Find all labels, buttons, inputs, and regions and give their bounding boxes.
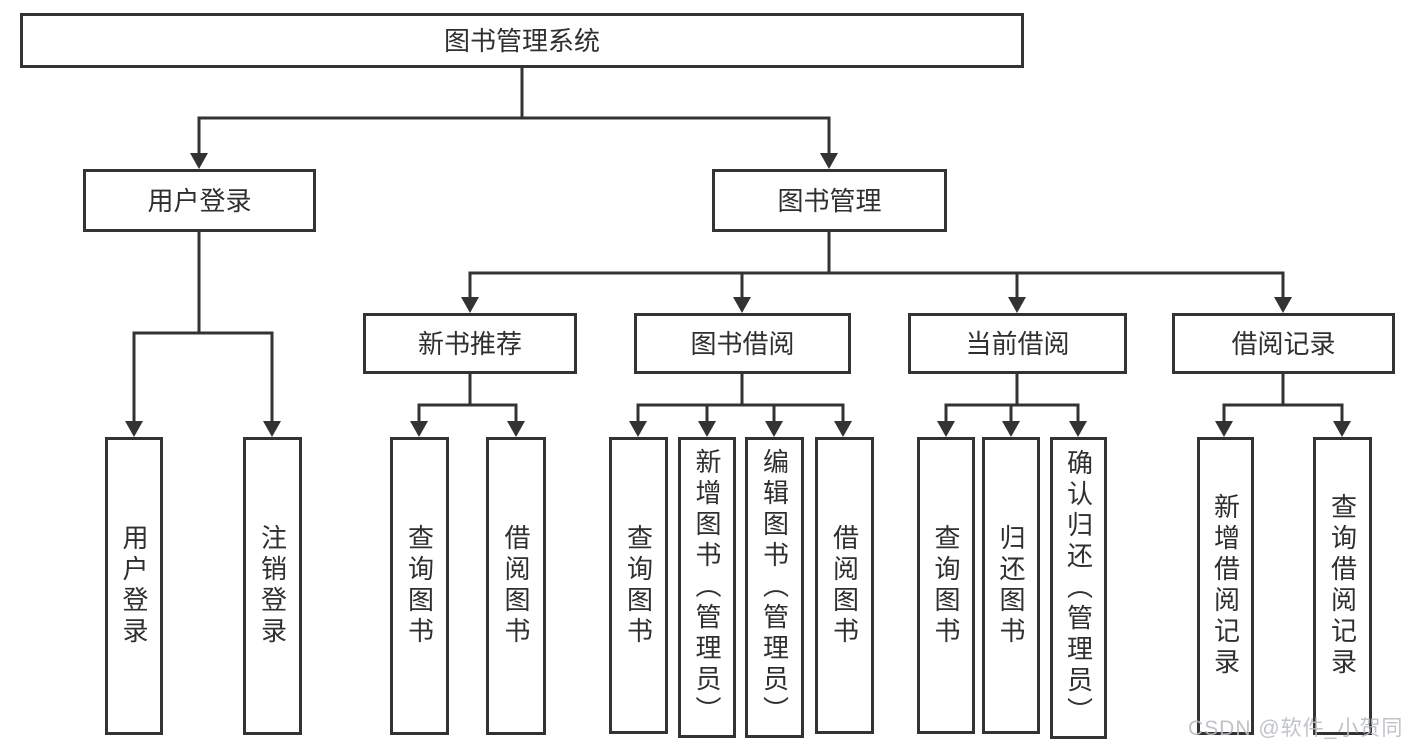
node-book-management: 图书管理 xyxy=(712,169,947,232)
node-library-system: 图书管理系统 xyxy=(20,13,1024,68)
node-current-borrowing: 当前借阅 xyxy=(908,313,1127,374)
node-add-books-admin: 新增图书（管理员） xyxy=(678,437,736,738)
node-edit-books-admin: 编辑图书（管理员） xyxy=(745,437,804,738)
node-borrow-books-borrowing: 借阅图书 xyxy=(815,437,874,734)
node-add-borrow-record: 新增借阅记录 xyxy=(1197,437,1254,735)
node-confirm-return-admin: 确认归还（管理员） xyxy=(1050,437,1107,739)
node-new-book-recommend: 新书推荐 xyxy=(363,313,577,374)
node-user-login-leaf: 用户登录 xyxy=(105,437,163,735)
node-user-login: 用户登录 xyxy=(83,169,316,232)
watermark: CSDN @软件_小贺同学 xyxy=(1188,717,1405,740)
node-return-books: 归还图书 xyxy=(982,437,1040,734)
node-borrow-books-recommend: 借阅图书 xyxy=(486,437,546,735)
node-borrowing-records: 借阅记录 xyxy=(1172,313,1395,374)
node-logout: 注销登录 xyxy=(243,437,302,735)
node-query-borrow-record: 查询借阅记录 xyxy=(1313,437,1372,735)
node-query-books-borrowing: 查询图书 xyxy=(609,437,668,734)
node-query-books-recommend: 查询图书 xyxy=(390,437,449,735)
node-query-books-current: 查询图书 xyxy=(917,437,975,734)
node-book-borrowing: 图书借阅 xyxy=(634,313,851,374)
